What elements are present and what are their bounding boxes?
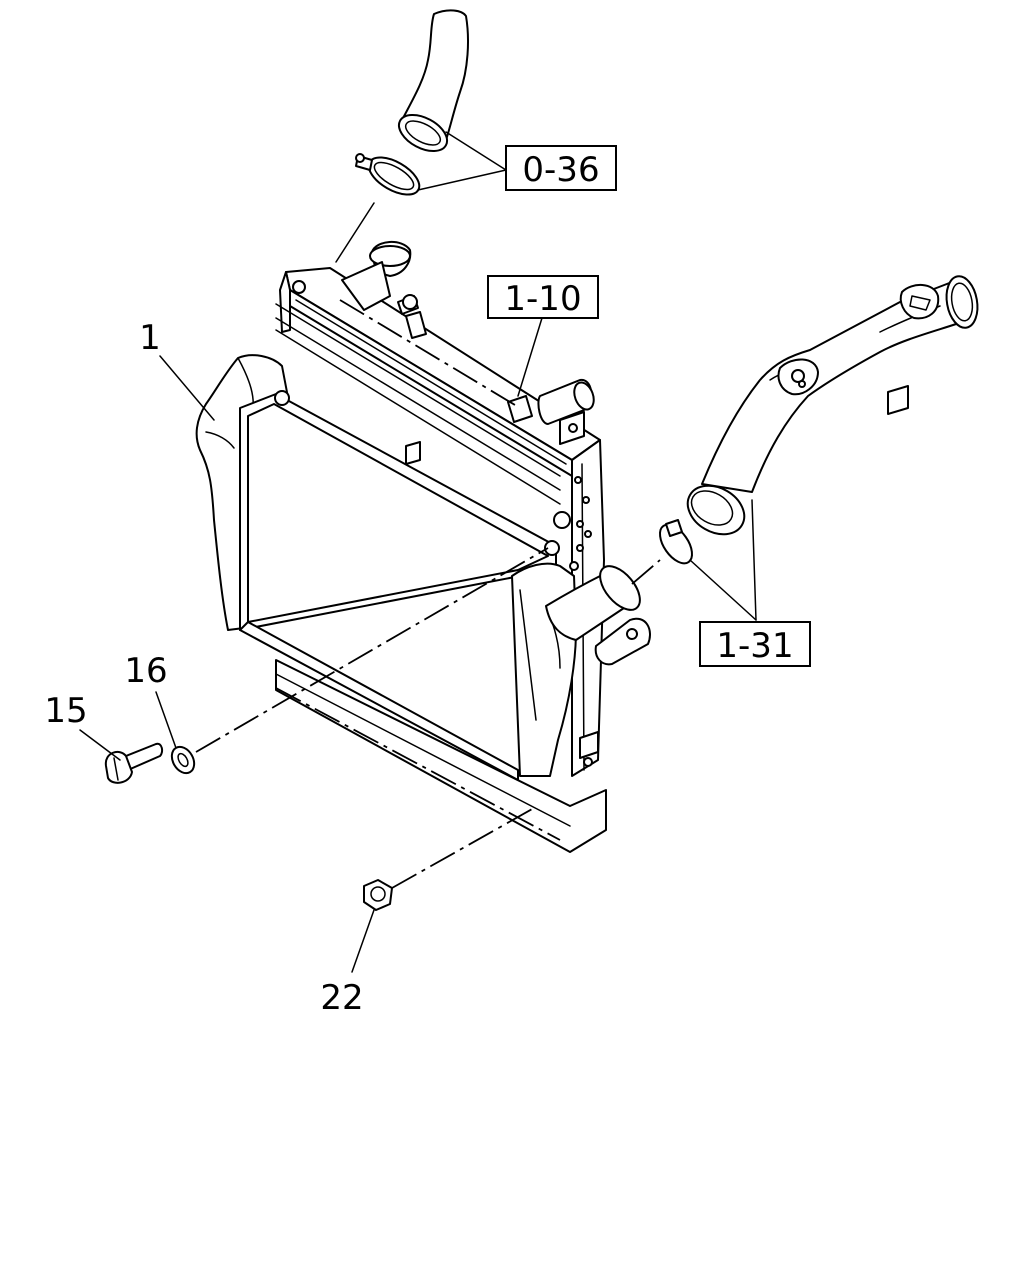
radiator-centerline (339, 299, 521, 409)
label-1: 1 (139, 318, 161, 358)
callout-1-31: 1-31 (689, 499, 811, 667)
callout-1-10: 1-10 (487, 275, 599, 397)
nut (363, 879, 393, 911)
callout-16: 16 (124, 651, 177, 749)
bolt (104, 742, 164, 784)
label-15: 15 (44, 691, 87, 731)
hose-leader (335, 202, 375, 263)
intercooler (195, 354, 651, 781)
label-1-10: 1-10 (504, 279, 581, 319)
callout-1: 1 (139, 318, 215, 421)
label-1-31: 1-31 (716, 626, 793, 666)
label-0-36: 0-36 (522, 150, 599, 190)
callout-15: 15 (44, 691, 121, 761)
radiator-bottom-centerline (275, 687, 561, 841)
nut-centerline (391, 807, 535, 889)
callout-22: 22 (320, 909, 375, 1018)
label-22: 22 (320, 978, 363, 1018)
hose-clamp (355, 153, 421, 196)
washer (170, 745, 196, 775)
bolt-centerline (195, 547, 549, 753)
hose-centerline (631, 559, 661, 585)
callout-0-36: 0-36 (417, 131, 617, 191)
intercooler-hose (686, 275, 979, 536)
intercooler-hose-clamp (659, 519, 693, 565)
upper-hose (397, 9, 469, 153)
label-16: 16 (124, 651, 167, 691)
